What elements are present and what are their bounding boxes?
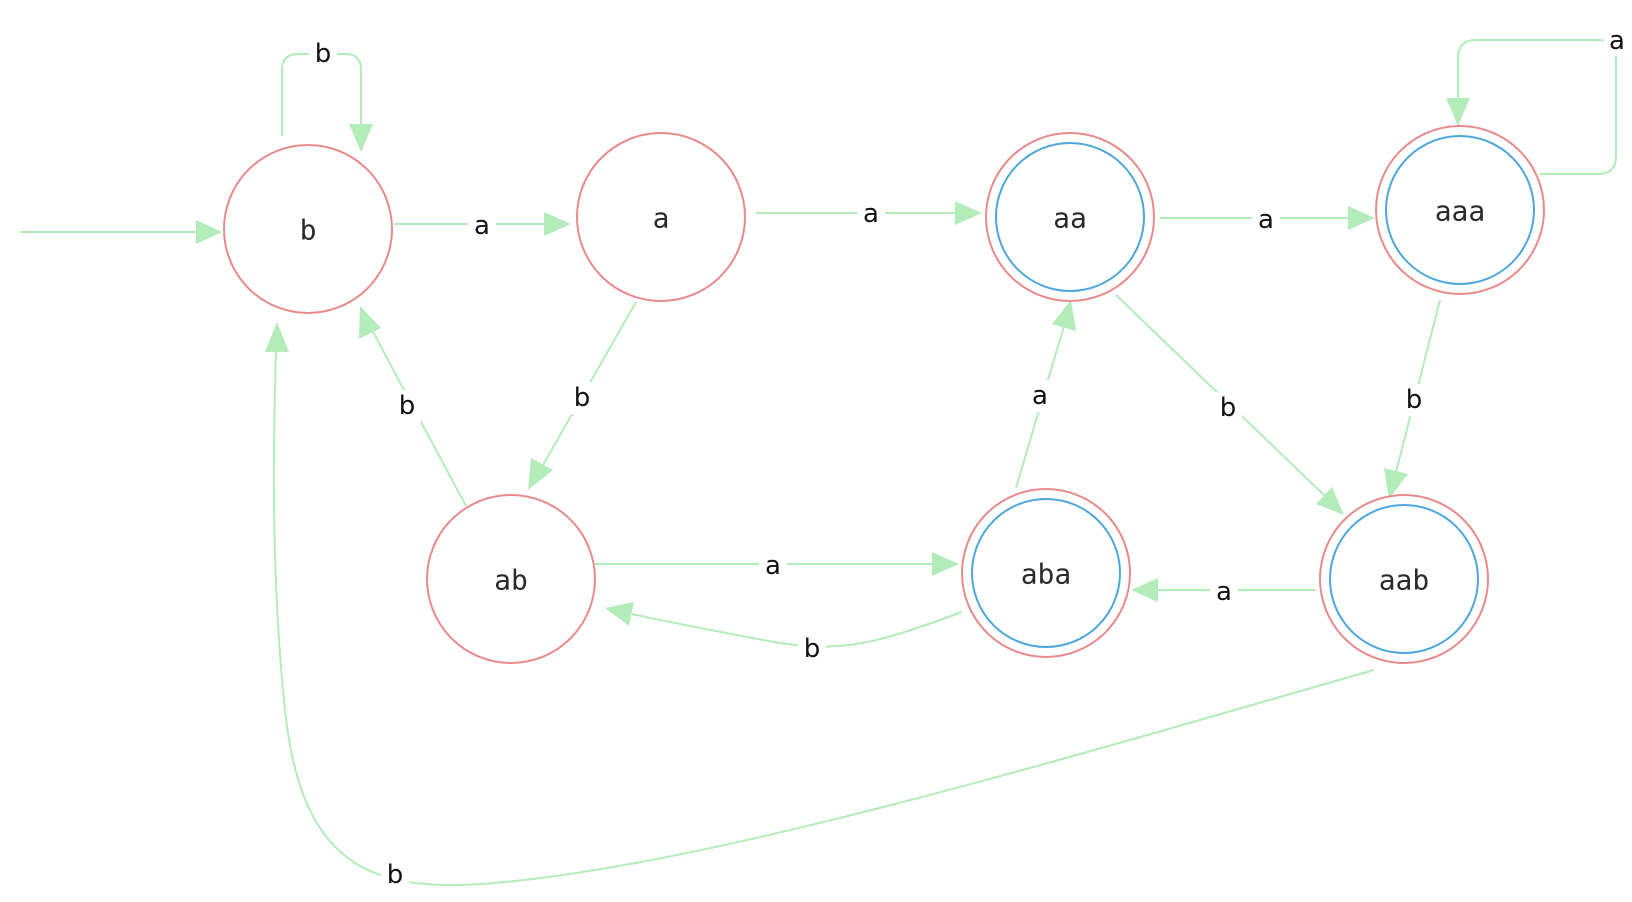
edge-label-aa-aaa: a — [1258, 205, 1274, 235]
edge-label-b-b: b — [315, 39, 332, 69]
edges: b a a b a — [20, 26, 1632, 892]
state-aba[interactable]: aba — [961, 488, 1131, 658]
edge-aaa-to-aaa: a — [1446, 26, 1632, 175]
edge-label-aab-aba: a — [1216, 577, 1232, 607]
edge-label-ab-aba: a — [765, 551, 781, 581]
state-ab[interactable]: ab — [426, 494, 596, 664]
edge-b-to-b: b — [281, 38, 373, 152]
state-aaa[interactable]: aaa — [1375, 125, 1545, 295]
state-b[interactable]: b — [223, 144, 393, 314]
state-aab[interactable]: aab — [1319, 494, 1489, 664]
edge-label-aa-aab: b — [1220, 393, 1237, 423]
edge-label-a-aa: a — [863, 199, 879, 229]
state-aa[interactable]: aa — [985, 132, 1155, 302]
edge-label-aba-aa: a — [1032, 381, 1048, 411]
edge-a-to-ab: b — [528, 301, 637, 490]
edge-label-ab-b: b — [399, 391, 416, 421]
edge-label-aaa-aab: b — [1406, 385, 1423, 415]
edge-ab-to-aba: a — [590, 550, 959, 581]
state-label-aaa: aaa — [1435, 195, 1486, 228]
edge-label-aab-b: b — [387, 860, 404, 890]
edge-label-b-a: a — [474, 211, 490, 241]
state-label-aab: aab — [1379, 564, 1430, 597]
state-label-aba: aba — [1021, 558, 1072, 591]
state-label-a: a — [653, 202, 670, 235]
state-label-b: b — [300, 214, 317, 247]
edge-aab-to-aba: a — [1131, 576, 1316, 607]
edge-a-to-aa: a — [756, 198, 982, 229]
state-label-ab: ab — [494, 564, 528, 597]
edge-aba-to-ab: b — [605, 602, 963, 666]
edge-aa-to-aab: b — [1115, 294, 1344, 515]
state-label-aa: aa — [1053, 202, 1087, 235]
edge-aa-to-aaa: a — [1160, 204, 1375, 235]
edge-label-aaa-aaa: a — [1609, 26, 1625, 56]
edge-b-to-a: a — [394, 210, 571, 241]
edge-label-aba-ab: b — [804, 634, 821, 664]
edge-aaa-to-aab: b — [1384, 299, 1441, 499]
edge-start-to-b — [20, 220, 222, 244]
edge-aab-to-b: b — [265, 322, 1375, 892]
state-a[interactable]: a — [576, 132, 746, 302]
edge-aba-to-aa: a — [1015, 300, 1076, 489]
edge-ab-to-b: b — [359, 306, 467, 507]
edge-label-a-ab: b — [574, 383, 591, 413]
states: b a aa aaa ab aba aab — [223, 125, 1545, 664]
